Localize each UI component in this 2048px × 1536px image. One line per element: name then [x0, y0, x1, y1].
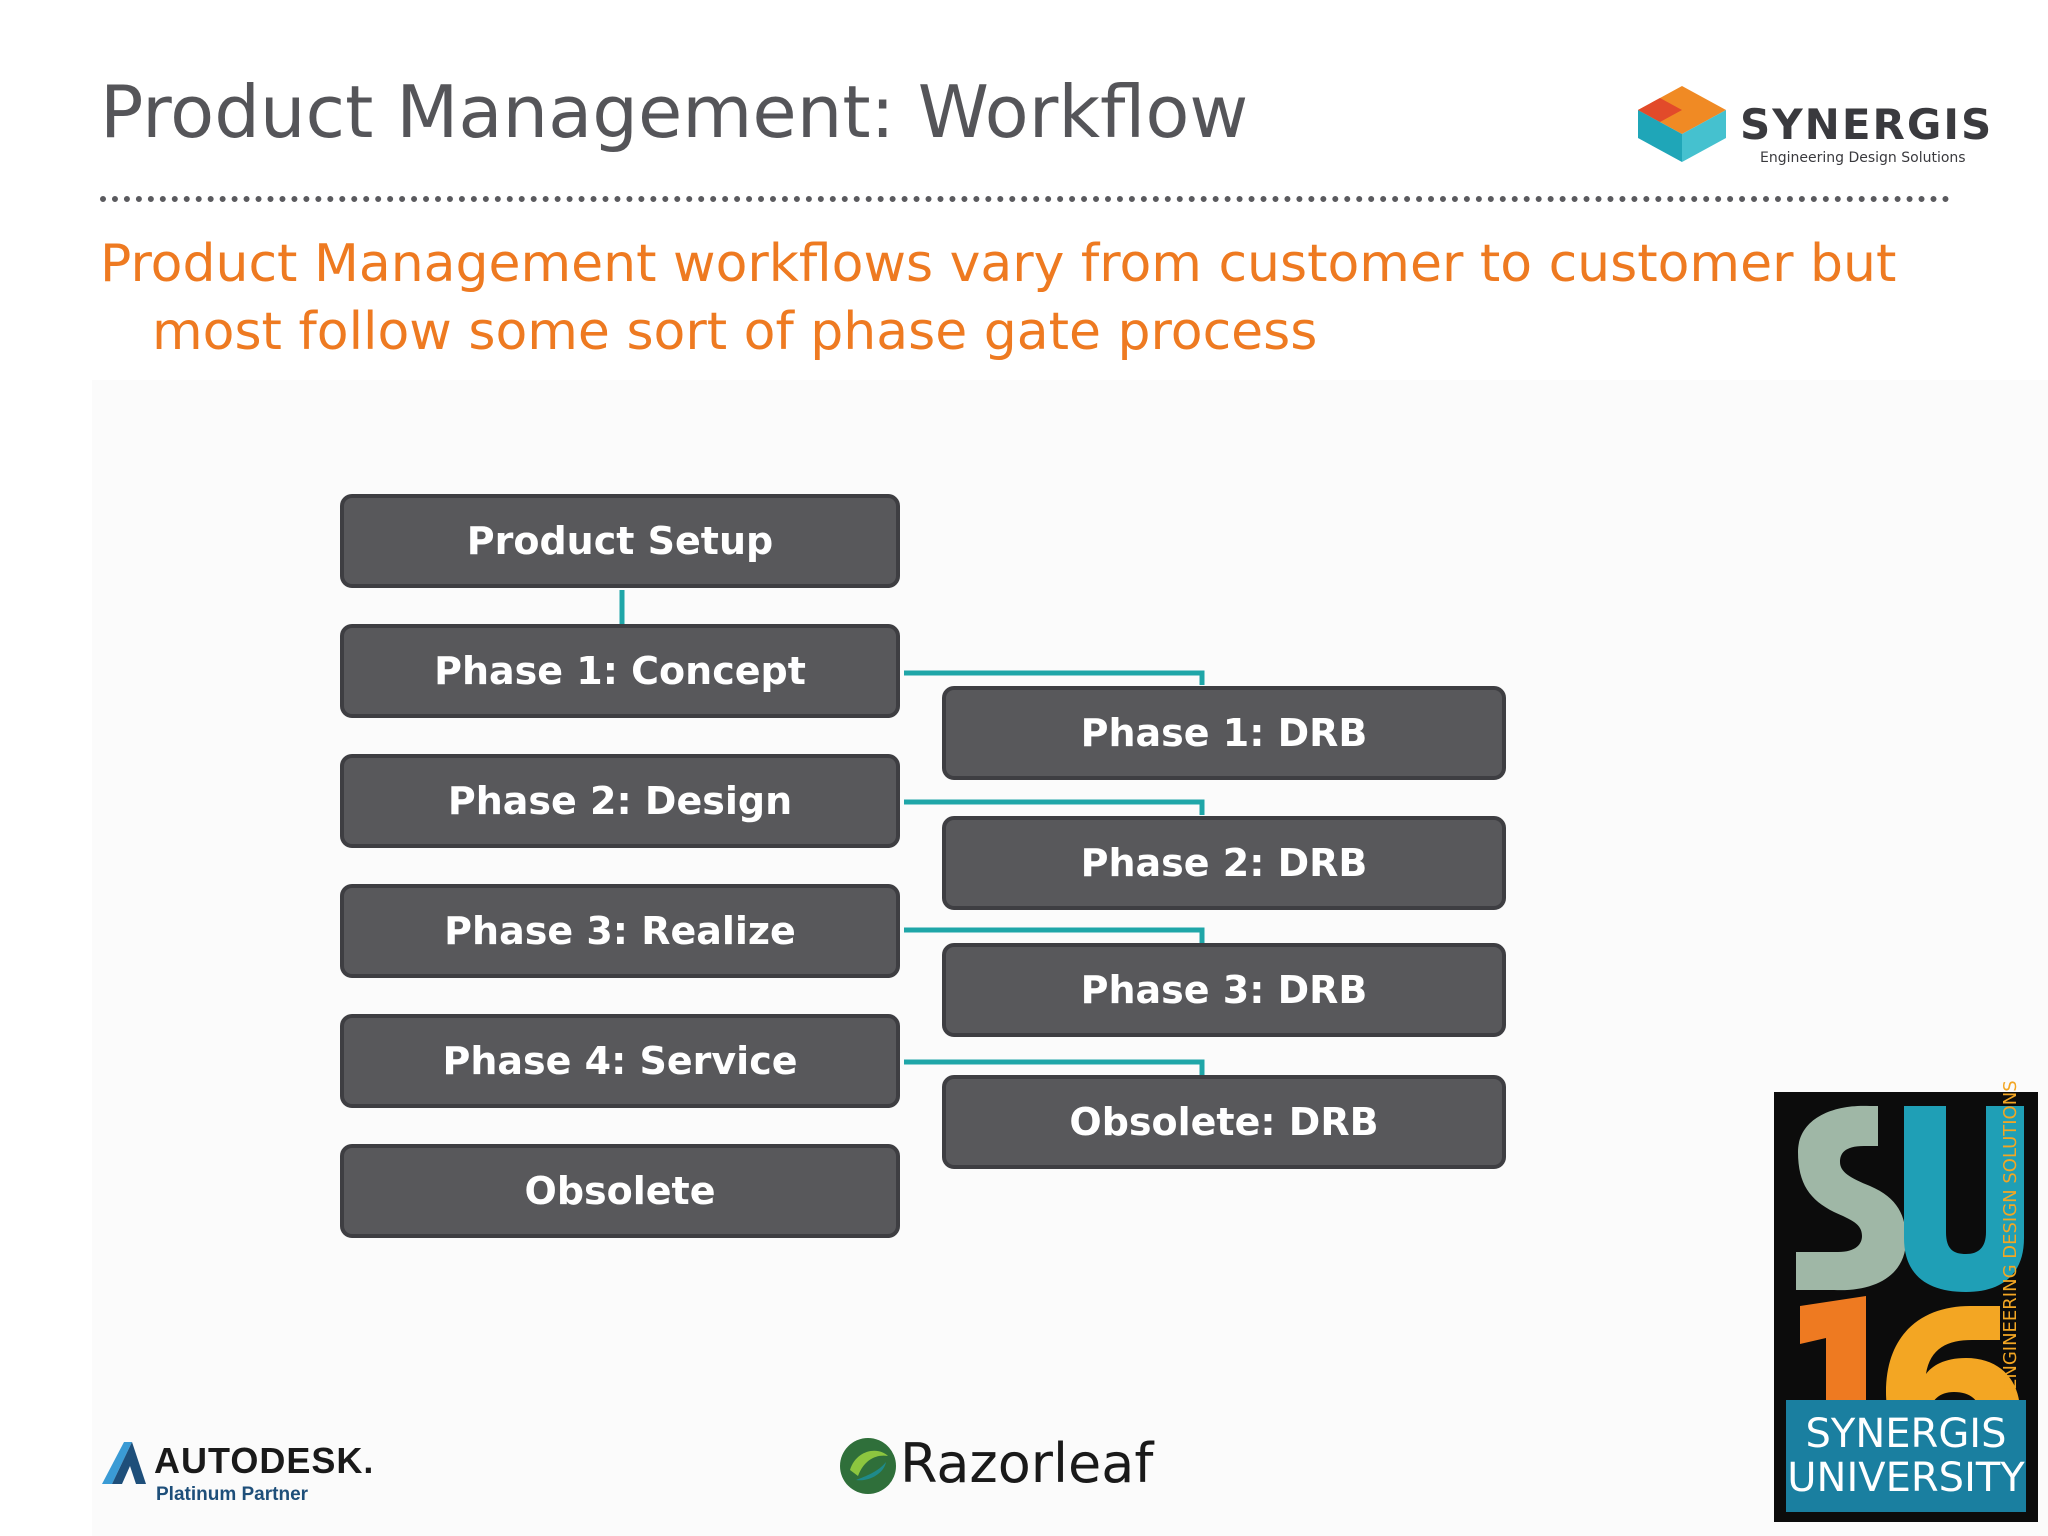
- review-box: Phase 2: DRB: [942, 816, 1506, 910]
- phase-box: Phase 1: Concept: [340, 624, 900, 718]
- razorleaf-wordmark: Razorleaf: [900, 1432, 1154, 1495]
- autodesk-logo-icon: [102, 1442, 146, 1484]
- su16-line2: UNIVERSITY: [1787, 1455, 2025, 1501]
- review-box: Phase 1: DRB: [942, 686, 1506, 780]
- autodesk-wordmark: AUTODESK.: [154, 1440, 375, 1481]
- su16-logo-icon: [1796, 1105, 2024, 1468]
- review-box: Obsolete: DRB: [942, 1075, 1506, 1169]
- su16-line1: SYNERGIS: [1805, 1411, 2007, 1457]
- synergis-wordmark: SYNERGIS: [1740, 100, 1994, 149]
- phase-box: Obsolete: [340, 1144, 900, 1238]
- phase-box: Phase 2: Design: [340, 754, 900, 848]
- connector-realize-drb: [904, 927, 1205, 943]
- phase-box: Product Setup: [340, 494, 900, 588]
- su16-vertical-tagline: ENGINEERING DESIGN SOLUTIONS: [2000, 1080, 2021, 1390]
- connector-concept-drb: [904, 670, 1205, 685]
- synergis-tagline: Engineering Design Solutions: [1760, 150, 1966, 166]
- review-box: Phase 3: DRB: [942, 943, 1506, 1037]
- connector-design-drb: [904, 799, 1205, 815]
- phase-box: Phase 3: Realize: [340, 884, 900, 978]
- razorleaf-logo-icon: [840, 1438, 896, 1494]
- autodesk-partner-label: Platinum Partner: [156, 1484, 309, 1505]
- su16-badge: ENGINEERING DESIGN SOLUTIONS SYNERGIS UN…: [1774, 1080, 2038, 1522]
- slide-title: Product Management: Workflow: [100, 70, 1249, 154]
- connector-service-drb: [904, 1059, 1205, 1075]
- synergis-logo-icon: [1638, 86, 1726, 162]
- slide-subtitle: Product Management workflows vary from c…: [100, 234, 1897, 362]
- phase-box: Phase 4: Service: [340, 1014, 900, 1108]
- title-divider: [100, 196, 1950, 202]
- su16-university-banner: SYNERGIS UNIVERSITY: [1786, 1400, 2026, 1512]
